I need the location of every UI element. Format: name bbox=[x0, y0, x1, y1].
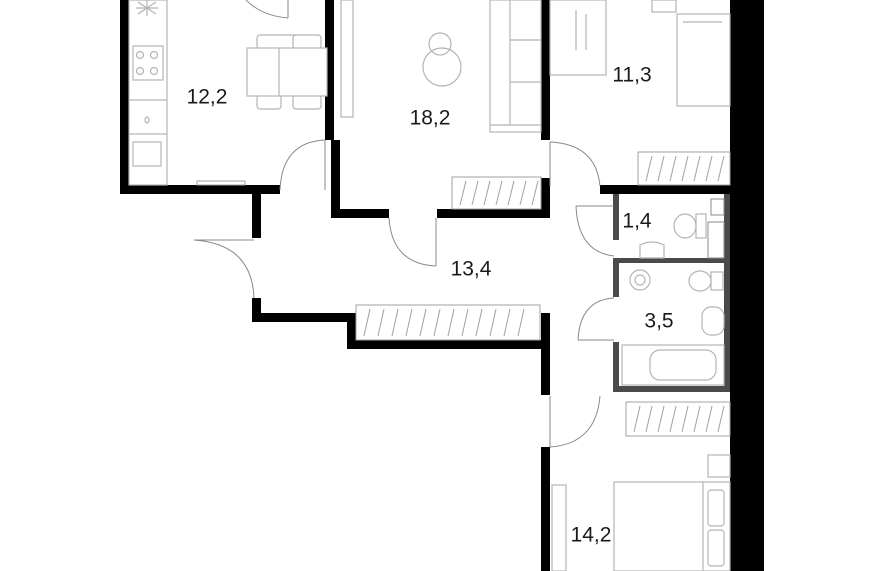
room-area-bedroom-north: 11,3 bbox=[612, 64, 651, 87]
room-area-hallway: 13,4 bbox=[451, 258, 492, 281]
bedroom-south-furniture bbox=[551, 454, 731, 571]
doors bbox=[193, 0, 615, 448]
walls bbox=[120, 0, 764, 571]
bedroom-north-furniture bbox=[549, 0, 731, 107]
radiators bbox=[196, 151, 731, 437]
bathroom-fixtures bbox=[621, 269, 725, 386]
room-area-kitchen: 12,2 bbox=[187, 86, 228, 109]
room-area-toilet: 1,4 bbox=[622, 210, 652, 233]
bathroom-walls bbox=[613, 194, 730, 392]
room-area-bedroom-south: 14,2 bbox=[571, 524, 612, 547]
room-labels: 12,2 18,2 11,3 1,4 13,4 3,5 14,2 bbox=[187, 64, 674, 547]
living-furniture bbox=[340, 0, 542, 133]
toilet-fixtures bbox=[639, 213, 707, 259]
room-area-living-room: 18,2 bbox=[410, 107, 451, 130]
kitchen-furniture bbox=[128, 0, 328, 186]
room-area-bathroom: 3,5 bbox=[644, 310, 673, 333]
